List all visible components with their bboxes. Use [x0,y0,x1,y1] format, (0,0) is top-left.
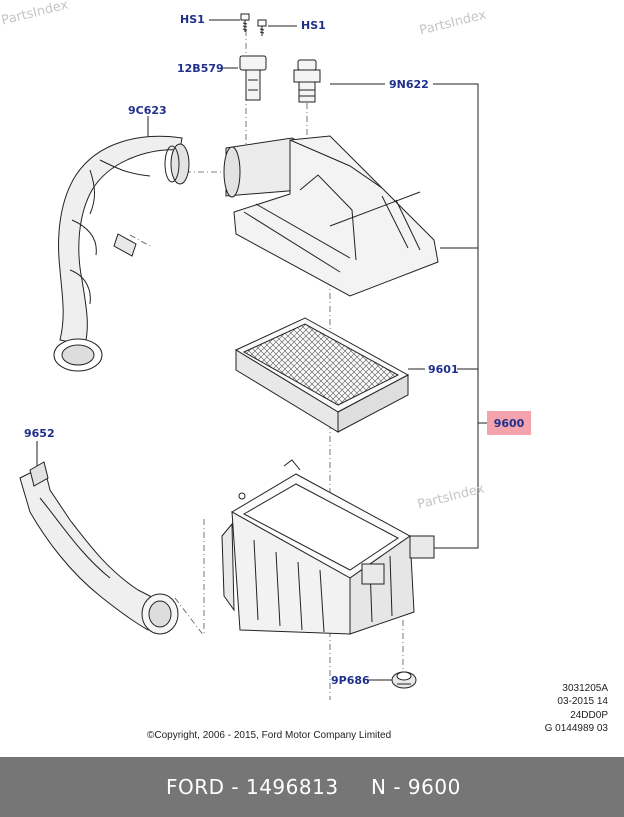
copyright-notice: ©Copyright, 2006 - 2015, Ford Motor Comp… [147,730,392,741]
footer-brand-part-number: FORD - 1496813 [166,775,339,799]
vent-valve [293,59,321,103]
highlighted-part-badge [487,411,531,435]
screw-hs1-left [240,13,250,32]
resonator-duct [19,461,179,635]
callout-9601[interactable]: 9601 [428,363,459,376]
callout-9p686[interactable]: 9P686 [331,674,370,687]
callout-12b579[interactable]: 12B579 [177,62,224,75]
callout-hs1-right[interactable]: HS1 [301,19,326,32]
mass-airflow-sensor [239,55,267,101]
exploded-view-drawing [19,13,487,700]
callout-9c623[interactable]: 9C623 [128,104,167,117]
callout-hs1-left[interactable]: HS1 [180,13,205,26]
callout-9652[interactable]: 9652 [24,427,55,440]
meta-line-1: 3031205A [562,683,608,694]
panel-filter [234,317,410,433]
air-cleaner-housing [221,459,435,635]
meta-line-4: G 0144989 03 [544,723,608,734]
footer-reference-number: N - 9600 [371,775,461,799]
footer-bar: FORD - 1496813 N - 9600 [0,757,624,817]
meta-line-3: 24DD0P [570,710,608,721]
screw-hs1-right [257,19,267,36]
callout-9n622[interactable]: 9N622 [389,78,429,91]
grommet [391,671,417,689]
meta-line-2: 03-2015 14 [557,696,608,707]
callout-9600[interactable]: 9600 [493,417,525,430]
intake-tube [53,135,190,372]
air-cleaner-cover [223,135,439,297]
